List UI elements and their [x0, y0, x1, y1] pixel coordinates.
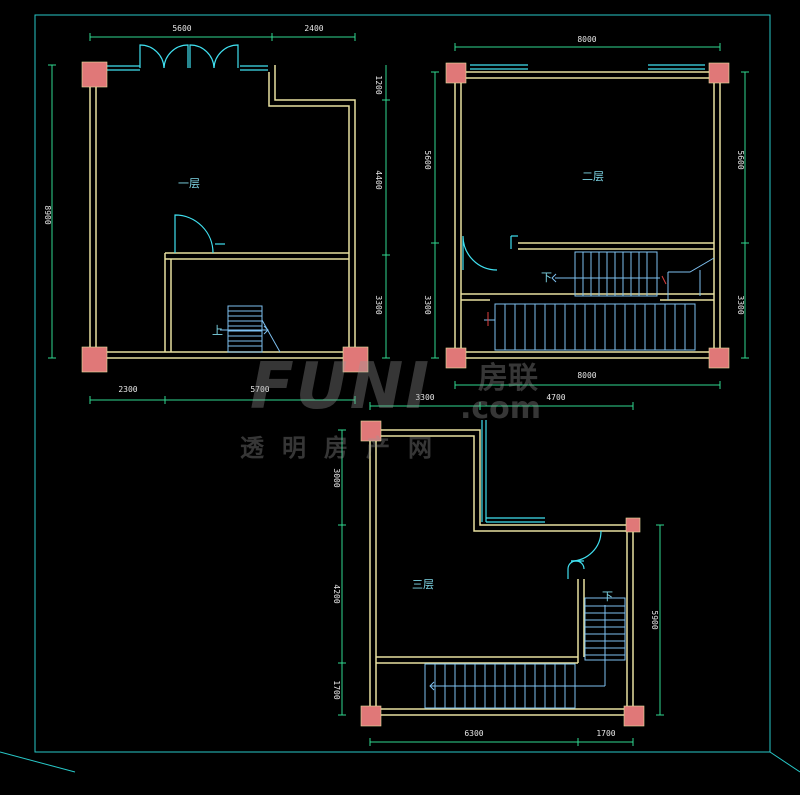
column: [623, 705, 645, 727]
floor-3-interior-door: [567, 530, 602, 579]
column: [708, 347, 730, 369]
floor-1-interior-door: [174, 214, 225, 254]
column: [708, 62, 730, 84]
floor-3-glazing: [481, 420, 545, 523]
watermark-tagline: 透明房产网: [240, 434, 450, 462]
f2-dim-right-b: 3300: [736, 295, 745, 314]
column: [81, 346, 108, 373]
watermark: FUNI 房联 .com 透明房产网: [240, 350, 541, 462]
f1-dim-right-c: 3300: [374, 295, 383, 314]
f3-dim-left-b: 4200: [332, 584, 341, 603]
floor-2-dimension-lines: [431, 43, 749, 389]
floor-2-down-label: 下: [541, 271, 552, 284]
f2-dim-top: 8000: [577, 35, 596, 44]
floor-3-stairs: [424, 597, 626, 709]
floor-1-entrance-doors: [106, 44, 268, 71]
floor-3-walls: [369, 429, 634, 716]
f3-dim-top-a: 3300: [415, 393, 434, 402]
f3-dim-right: 5900: [650, 610, 659, 629]
f3-dim-bottom-a: 6300: [464, 729, 483, 738]
floor-1-stairs: [220, 305, 281, 353]
floor-1-walls: [89, 65, 356, 359]
drawing-frame: [0, 14, 800, 773]
floor-2-plan: 8000 5600 3300 5600 3300 8000: [423, 35, 749, 389]
f1-dim-top-a: 5600: [172, 24, 191, 33]
watermark-brand: FUNI: [250, 350, 431, 424]
f1-dim-bottom-a: 2300: [118, 385, 137, 394]
floor-1-dimension-lines: [48, 33, 390, 404]
f1-dim-right-b: 4400: [374, 170, 383, 189]
floor-2-columns: [445, 62, 730, 369]
column: [81, 61, 108, 88]
watermark-chinese: 房联: [478, 361, 538, 396]
floor-2-red-markers: [487, 275, 667, 326]
f1-dim-left: 8900: [43, 205, 52, 224]
f3-dim-bottom-b: 1700: [596, 729, 615, 738]
floor-2-windows: [470, 64, 705, 70]
floor-1-columns: [81, 61, 369, 373]
floor-3-down-label: 下: [602, 590, 613, 603]
floor-2-interior-door: [462, 235, 518, 271]
f2-dim-bottom: 8000: [577, 371, 596, 380]
column: [625, 517, 641, 533]
floor-3-dimension-lines: [338, 402, 664, 746]
f3-dim-left-c: 1700: [332, 680, 341, 699]
floor-2-label: 二层: [582, 170, 604, 183]
floor-1-plan: 5600 2400 8900 1200 4400 3300 2300 5700: [43, 24, 390, 404]
column: [445, 62, 467, 84]
column: [342, 346, 369, 373]
f3-dim-left-a: 3000: [332, 468, 341, 487]
f1-dim-bottom-b: 5700: [250, 385, 269, 394]
column: [360, 705, 382, 727]
f1-dim-top-b: 2400: [304, 24, 323, 33]
f3-dim-top-b: 4700: [546, 393, 565, 402]
column: [360, 420, 382, 442]
f1-dim-right-a: 1200: [374, 75, 383, 94]
floor-2-walls: [454, 71, 721, 359]
floor-1-up-label: 上: [212, 324, 223, 337]
floor-3-columns: [360, 420, 645, 727]
f2-dim-left-b: 3300: [423, 295, 432, 314]
f2-dim-right-a: 5600: [736, 150, 745, 169]
watermark-domain: .com: [460, 391, 541, 426]
f2-dim-left-a: 5600: [423, 150, 432, 169]
column: [445, 347, 467, 369]
floor-3-plan: 3300 4700 3000 4200 1700 5900 6300 1700: [332, 393, 664, 746]
floor-2-stairs: [484, 251, 715, 351]
floor-1-label: 一层: [178, 177, 200, 190]
floor-3-label: 三层: [412, 578, 434, 591]
